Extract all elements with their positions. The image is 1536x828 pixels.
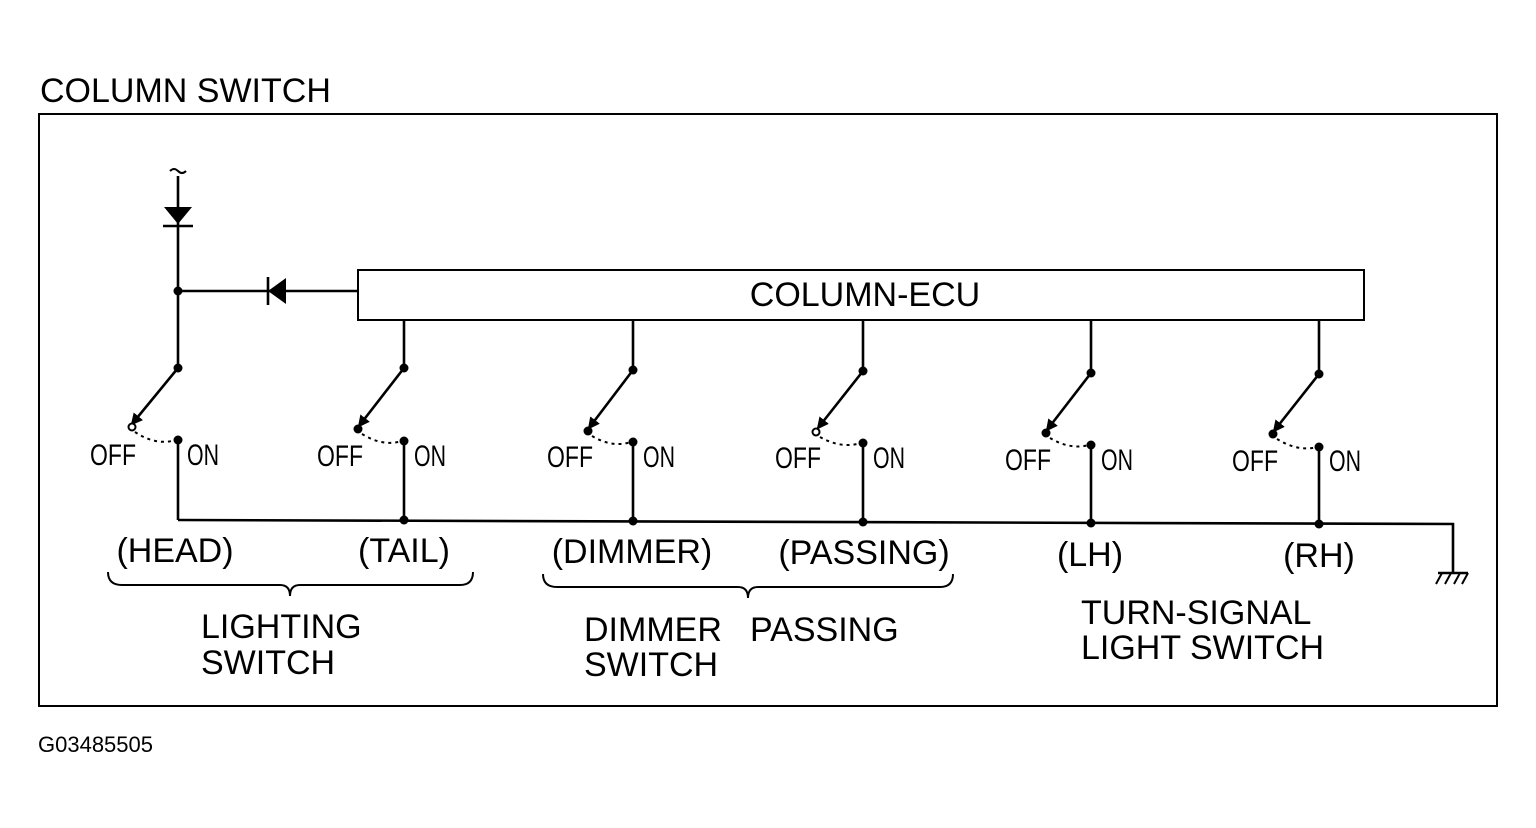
off-label: OFF <box>1005 444 1051 477</box>
switch-dimmer: OFF ON (DIMMER) <box>547 320 712 571</box>
column-ecu-block <box>357 269 1365 321</box>
power-supply-symbol <box>169 168 187 174</box>
dimmer-passing-brace <box>542 573 954 599</box>
passing-label: PASSING <box>750 611 899 649</box>
lighting-switch-label-line1: LIGHTING <box>201 608 362 646</box>
junction-dot <box>173 286 183 296</box>
switch-passing: OFF ON (PASSING) <box>775 320 950 572</box>
on-label: ON <box>1329 445 1361 478</box>
off-label: OFF <box>547 441 593 474</box>
switch-lh-label: (LH) <box>1057 536 1123 574</box>
switch-head-label: (HEAD) <box>116 532 233 570</box>
diagram-title: COLUMN SWITCH <box>40 72 331 110</box>
ground-bus <box>177 518 1455 526</box>
switch-dimmer-label: (DIMMER) <box>552 533 713 571</box>
on-label: ON <box>643 441 675 474</box>
figure-code: G03485505 <box>38 732 153 757</box>
switch-tail-label: (TAIL) <box>358 532 450 570</box>
turn-signal-label-line2: LIGHT SWITCH <box>1081 629 1324 667</box>
feed-diode-icon <box>268 278 286 304</box>
dimmer-switch-label-line1: DIMMER <box>584 611 722 649</box>
off-label: OFF <box>90 439 136 472</box>
turn-signal-label-line1: TURN-SIGNAL <box>1081 594 1311 632</box>
on-label: ON <box>1101 444 1133 477</box>
switch-head: OFF ON (HEAD) <box>90 363 234 570</box>
on-label: ON <box>187 439 219 472</box>
dimmer-switch-label-line2: SWITCH <box>584 646 718 684</box>
switch-tail: OFF ON (TAIL) <box>317 320 450 570</box>
column-ecu-label: COLUMN-ECU <box>750 276 980 314</box>
lighting-switch-label-line2: SWITCH <box>201 644 335 682</box>
switch-passing-label: (PASSING) <box>778 534 949 572</box>
ground-icon <box>1435 571 1469 585</box>
column-switch-enclosure <box>38 113 1498 707</box>
switch-rh: OFF ON (RH) <box>1232 320 1361 575</box>
on-label: ON <box>414 440 446 473</box>
off-label: OFF <box>775 442 821 475</box>
off-label: OFF <box>317 440 363 473</box>
switch-rh-label: (RH) <box>1283 537 1355 575</box>
switch-lh: OFF ON (LH) <box>1005 320 1133 574</box>
off-label: OFF <box>1232 445 1278 478</box>
diode-icon <box>164 207 192 224</box>
on-label: ON <box>873 442 905 475</box>
lighting-brace <box>107 571 474 597</box>
